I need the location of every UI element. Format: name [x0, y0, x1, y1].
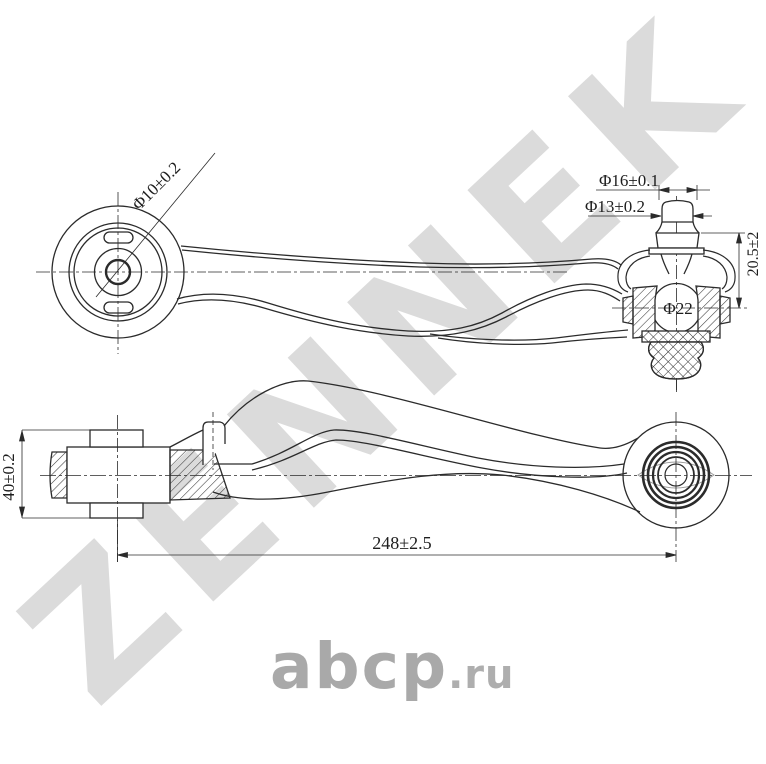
arm-section-hatch — [169, 412, 231, 501]
side-bushing — [40, 415, 752, 562]
label-stud-neck-dia: Φ13±0.2 — [585, 197, 645, 216]
top-view: Φ10±0.2 Φ16±0.1 Φ13±0.2 20.5±2 Φ22 — [36, 152, 762, 392]
label-stud-top-dia: Φ16±0.1 — [599, 171, 659, 190]
label-bushing-bore: Φ10±0.2 — [128, 158, 184, 214]
front-bushing — [36, 152, 216, 354]
bottom-view-arm — [212, 380, 641, 513]
site-watermark: abcp.ru — [270, 630, 514, 703]
label-center-distance: 248±2.5 — [372, 533, 431, 553]
boot-clamp — [641, 330, 711, 343]
label-stud-height: 20.5±2 — [745, 232, 762, 277]
housing-wall-left — [622, 285, 658, 339]
label-bushing-width: 40±0.2 — [0, 453, 18, 501]
housing-wall-right — [695, 285, 731, 339]
dimensions-top — [588, 185, 745, 309]
bottom-view: 40±0.2 248±2.5 — [0, 380, 752, 562]
boot-bulb — [647, 341, 705, 390]
site-watermark-tld: .ru — [448, 652, 515, 698]
dimensions-bottom — [18, 429, 677, 562]
top-view-arm — [176, 245, 629, 346]
ball-joint-assembly — [612, 196, 748, 392]
site-watermark-name: abcp — [270, 630, 449, 703]
label-ball-dia: Φ22 — [663, 299, 692, 318]
ball-socket — [622, 412, 730, 562]
